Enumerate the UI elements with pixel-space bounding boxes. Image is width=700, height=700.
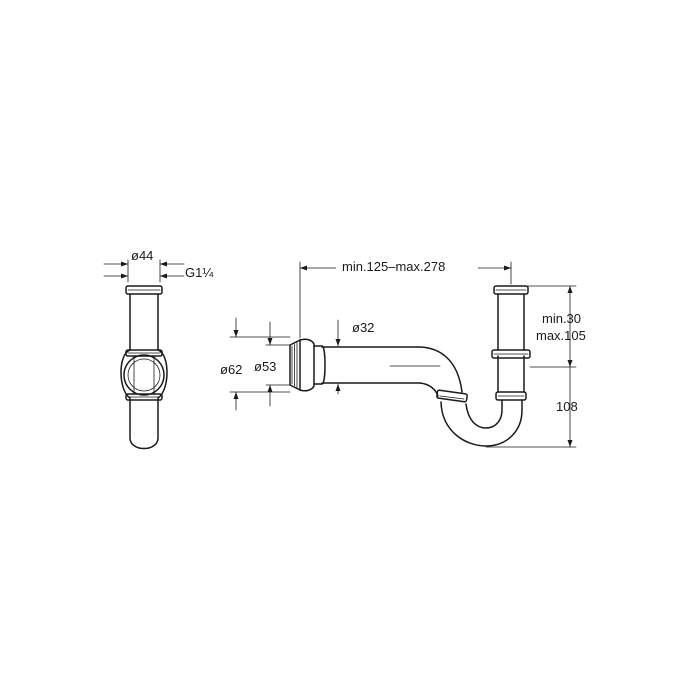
- outer-diameter-label: ø62: [220, 362, 242, 377]
- inner-diameter-label: ø53: [254, 359, 276, 374]
- side-view: ø44 G1¼: [103, 248, 213, 450]
- thread-label: G1¼: [185, 265, 213, 280]
- front-view: ø62 ø53 ø32: [220, 256, 586, 448]
- side-diameter-label: ø44: [131, 248, 153, 263]
- vertical-min-label: min.30: [542, 311, 581, 326]
- height-label: 108: [556, 399, 578, 414]
- horizontal-range-label: min.125–max.278: [342, 259, 445, 274]
- vertical-max-label: max.105: [536, 328, 586, 343]
- pipe-diameter-label: ø32: [352, 320, 374, 335]
